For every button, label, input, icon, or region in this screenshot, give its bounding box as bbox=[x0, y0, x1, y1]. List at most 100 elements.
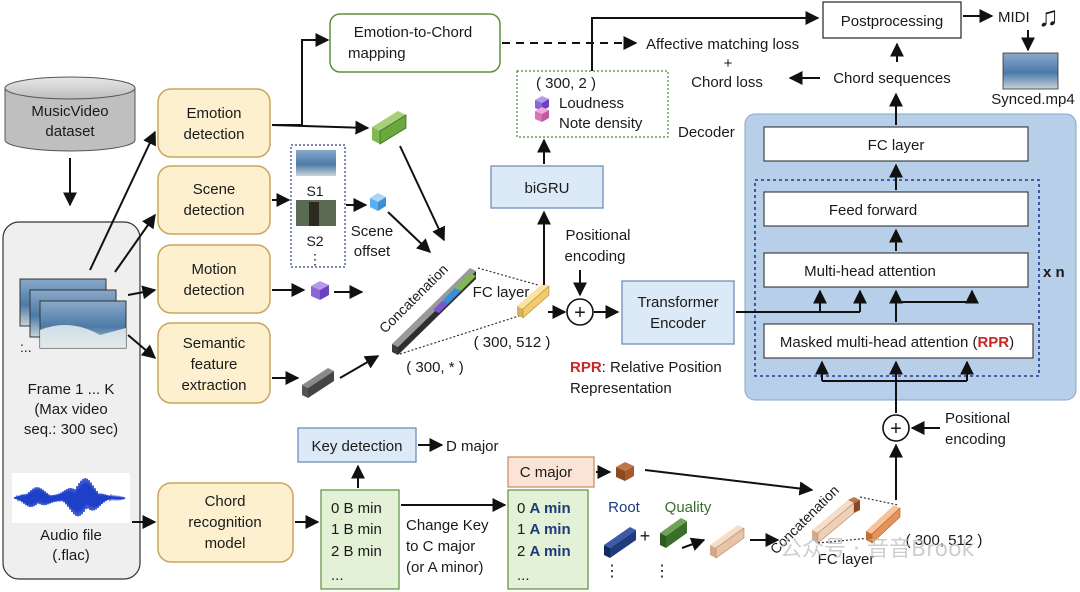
svg-text:Key detection: Key detection bbox=[312, 438, 403, 455]
svg-text:Multi-head attention: Multi-head attention bbox=[804, 263, 936, 280]
scene-s1-label: S1 bbox=[306, 183, 323, 199]
note-density-label: Note density bbox=[559, 115, 643, 132]
fc-dotted-top bbox=[477, 267, 539, 286]
arrow-keycube-to-concat bbox=[644, 469, 814, 496]
svg-text:Emotion-to-Chord: Emotion-to-Chord bbox=[354, 24, 472, 41]
enc-pos-label-1: Positional bbox=[565, 227, 630, 244]
decoder-fc-layer-box: FC layer bbox=[763, 126, 1029, 162]
enc-plus-circle bbox=[566, 298, 594, 326]
chord-fc-dotted-bottom bbox=[817, 537, 871, 544]
bigru-box: biGRU bbox=[490, 165, 604, 209]
loudness-cube-icon bbox=[535, 96, 549, 122]
change-key-2: to C major bbox=[406, 538, 475, 555]
scene-offset-label-2: offset bbox=[354, 243, 391, 260]
arrow-quality-to-embed bbox=[681, 537, 706, 551]
postprocessing-box: Postprocessing bbox=[822, 1, 962, 39]
svg-text:detection: detection bbox=[184, 126, 245, 143]
svg-text:detection: detection bbox=[184, 202, 245, 219]
watermark: 公众号 · 音音Brook bbox=[780, 537, 975, 562]
arrow-semantic-vector-to-concat bbox=[339, 355, 380, 379]
chord-sequences-label: Chord sequences bbox=[833, 70, 951, 87]
synced-video-thumbnail bbox=[1002, 52, 1059, 90]
arrow-frames-to-emotion bbox=[89, 130, 156, 271]
decoder-repeat-label: x n bbox=[1043, 264, 1065, 281]
transposed-chords-box bbox=[507, 489, 589, 590]
key-feature-cube bbox=[616, 462, 634, 481]
loss-line-1: Affective matching loss bbox=[646, 36, 799, 53]
loudness-shape: ( 300, 2 ) bbox=[536, 75, 596, 92]
orig-chord-ellipsis: ... bbox=[331, 567, 344, 584]
concat-shape: ( 300, * ) bbox=[406, 359, 464, 376]
rpr-legend: RPR: Relative Position bbox=[570, 359, 722, 376]
motion-detection-box: Motion detection bbox=[157, 244, 271, 314]
music-note-icon: ♫ bbox=[1038, 1, 1059, 32]
scene-offset-cube bbox=[370, 193, 386, 211]
fc-label: FC layer bbox=[473, 284, 530, 301]
svg-text:Encoder: Encoder bbox=[650, 315, 706, 332]
decoder-label: Decoder bbox=[678, 124, 735, 141]
decoder-feed-forward-box: Feed forward bbox=[763, 191, 1029, 227]
emotion-feature-vector bbox=[372, 111, 407, 145]
fc-shape: ( 300, 512 ) bbox=[474, 334, 551, 351]
decoder-masked-attention-box: Masked multi-head attention (RPR) bbox=[763, 323, 1034, 359]
audio-label-2: (.flac) bbox=[52, 547, 90, 564]
orig-chord-1: 1 B min bbox=[331, 521, 382, 538]
root-plus: + bbox=[640, 526, 651, 546]
svg-text:Chord: Chord bbox=[205, 493, 246, 510]
synced-label: Synced.mp4 bbox=[991, 91, 1074, 108]
trans-chord-0: 0 A min bbox=[517, 500, 571, 517]
arrow-masked-to-mha-2 bbox=[900, 289, 979, 304]
scene-s1-thumbnail bbox=[296, 150, 336, 176]
svg-text:biGRU: biGRU bbox=[524, 180, 569, 197]
c-major-box: C major bbox=[507, 456, 595, 488]
svg-text:detection: detection bbox=[184, 282, 245, 299]
scene-offset-label-1: Scene bbox=[351, 223, 394, 240]
midi-label: MIDI bbox=[998, 9, 1030, 26]
svg-text:Scene: Scene bbox=[193, 181, 236, 198]
trans-chord-ellipsis: ... bbox=[517, 567, 530, 584]
transformer-encoder-box: Transformer Encoder bbox=[621, 280, 735, 345]
quality-vector bbox=[660, 518, 687, 548]
root-label: Root bbox=[608, 499, 641, 516]
svg-text:recognition: recognition bbox=[188, 514, 261, 531]
arrow-emotion-to-mapping bbox=[272, 33, 330, 126]
concatenated-feature-bar bbox=[392, 268, 476, 355]
svg-text:C major: C major bbox=[520, 464, 573, 481]
frames-label-2: (Max video bbox=[34, 401, 107, 418]
fc-dotted-bottom bbox=[399, 314, 523, 355]
semantic-extraction-box: Semantic feature extraction bbox=[157, 322, 271, 404]
trans-chord-1: 1 A min bbox=[517, 521, 571, 538]
key-detection-box: Key detection bbox=[297, 427, 417, 463]
arrow-emotion-to-vector bbox=[271, 120, 370, 135]
loss-line-2: Chord loss bbox=[691, 74, 763, 91]
arrow-frames-to-semantic bbox=[127, 334, 157, 359]
arrow-offset-to-concat bbox=[387, 211, 432, 253]
scene-dots: ⋮ bbox=[308, 251, 322, 267]
enc-pos-label-2: encoding bbox=[565, 248, 626, 265]
svg-text:Masked multi-head attention (R: Masked multi-head attention (RPR) bbox=[780, 334, 1014, 351]
frames-label-3: seq.: 300 sec) bbox=[24, 421, 118, 438]
scene-detection-box: Scene detection bbox=[157, 165, 271, 235]
motion-feature-cube bbox=[311, 281, 329, 300]
chord-fc-dotted-top bbox=[859, 496, 899, 506]
svg-text:Semantic: Semantic bbox=[183, 335, 246, 352]
scene-s2-label: S2 bbox=[306, 233, 323, 249]
svg-text:mapping: mapping bbox=[348, 45, 406, 62]
frames-label-1: Frame 1 ... K bbox=[28, 381, 115, 398]
video-frames-image bbox=[19, 278, 127, 349]
frames-ellipsis: :.. bbox=[20, 339, 32, 355]
svg-text:Transformer: Transformer bbox=[637, 294, 718, 311]
dataset-label-1: MusicVideo bbox=[31, 103, 108, 120]
semantic-feature-vector bbox=[302, 368, 334, 398]
svg-text:Motion: Motion bbox=[191, 261, 236, 278]
orig-chord-0: 0 B min bbox=[331, 500, 382, 517]
d-major-label: D major bbox=[446, 438, 499, 455]
svg-text:model: model bbox=[205, 535, 246, 552]
dec-plus-circle bbox=[882, 414, 910, 442]
svg-text:Emotion: Emotion bbox=[186, 105, 241, 122]
change-key-1: Change Key bbox=[406, 517, 489, 534]
loudness-label: Loudness bbox=[559, 95, 624, 112]
chord-fc-label: FC layer bbox=[818, 551, 875, 568]
trans-chord-2: 2 A min bbox=[517, 543, 571, 560]
original-chords-box bbox=[320, 489, 400, 590]
